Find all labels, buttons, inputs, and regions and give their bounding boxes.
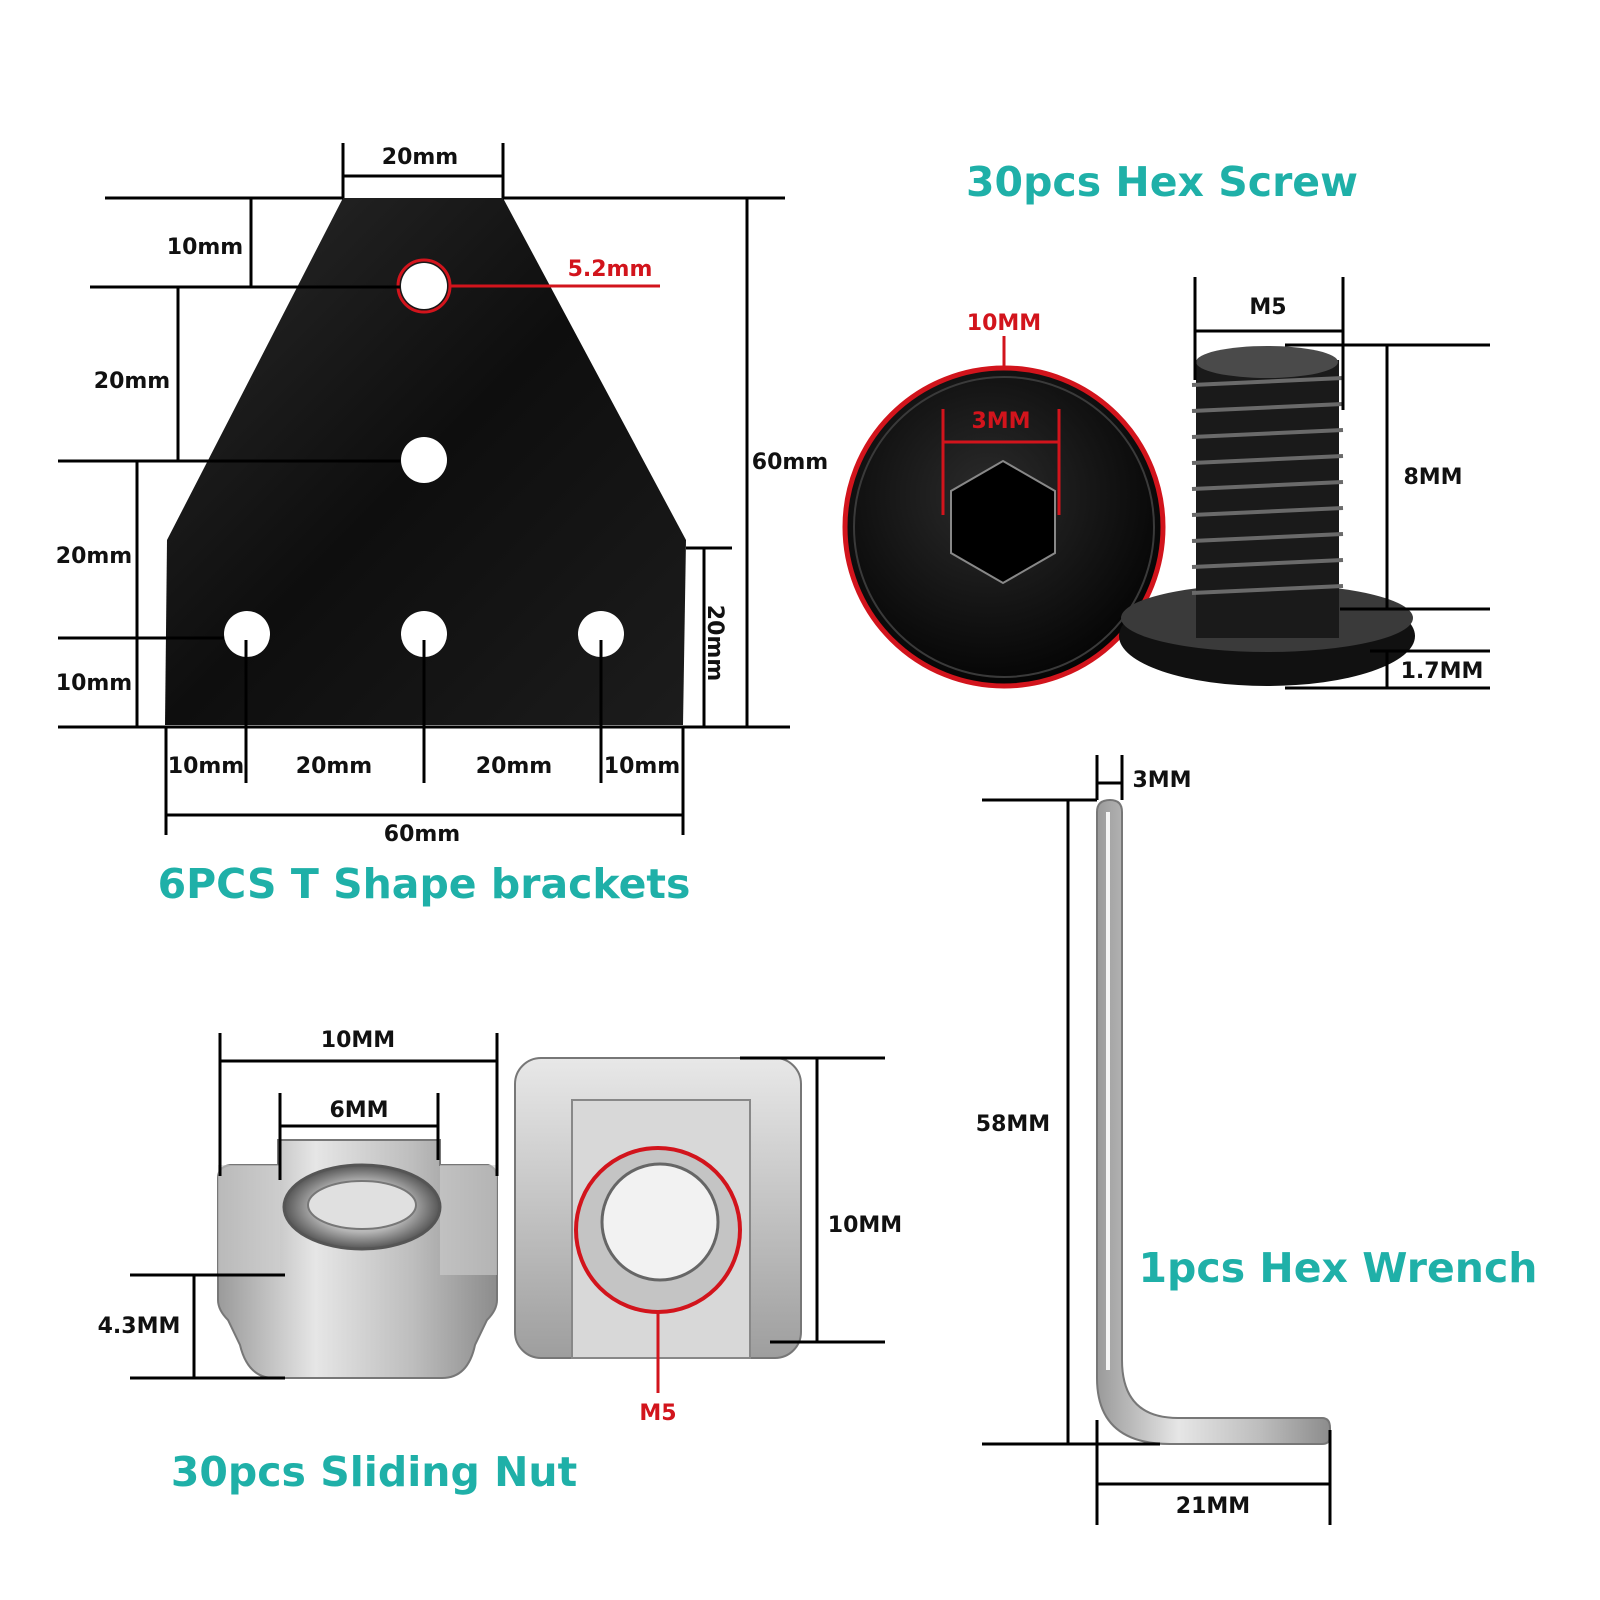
nut-title: 30pcs Sliding Nut	[171, 1448, 577, 1496]
wrench-size-label: 3MM	[1132, 768, 1191, 793]
nut-length-label: 10MM	[828, 1213, 902, 1238]
nut-top-width-label: 6MM	[329, 1098, 388, 1123]
bracket-left-dim-3: 20mm	[56, 544, 132, 569]
bracket-hole	[224, 611, 270, 657]
bracket-left-dim-2: 20mm	[94, 369, 170, 394]
bracket-left-dim-1: 10mm	[167, 235, 243, 260]
bracket-total-height-label: 60mm	[752, 450, 828, 475]
nut-rail-left	[218, 1165, 280, 1275]
sliding-nut-group: M5 10MM 6MM 4.3MM 10MM 30pcs Sliding Nut	[98, 1028, 903, 1496]
wrench-short-arm-label: 21MM	[1176, 1494, 1250, 1519]
bracket-bottom-dim-4: 10mm	[604, 754, 680, 779]
wrench-length-label: 58MM	[976, 1112, 1050, 1137]
bracket-bottom-dim-2: 20mm	[296, 754, 372, 779]
screw-title: 30pcs Hex Screw	[966, 158, 1358, 206]
bracket-hole	[401, 611, 447, 657]
nut-thread-label: M5	[639, 1401, 676, 1426]
bracket-hole	[578, 611, 624, 657]
bracket-left-dim-4: 10mm	[56, 671, 132, 696]
screw-length-label: 8MM	[1403, 465, 1462, 490]
bracket-title: 6PCS T Shape brackets	[158, 860, 691, 908]
screw-thread-body	[1196, 360, 1339, 638]
t-bracket-group: 20mm 5.2mm 10mm 20mm 20mm 10mm 60mm 20mm	[56, 143, 828, 908]
bracket-bottom-dim-1: 10mm	[168, 754, 244, 779]
wrench-title: 1pcs Hex Wrench	[1139, 1244, 1538, 1292]
bracket-total-width-label: 60mm	[384, 822, 460, 847]
bracket-hole-diameter-label: 5.2mm	[568, 257, 653, 282]
hex-socket	[950, 459, 1056, 585]
nut-hole-inner	[307, 1180, 417, 1230]
hex-wrench	[1096, 798, 1331, 1445]
screw-thread-label: M5	[1249, 295, 1286, 320]
bracket-top-width-label: 20mm	[382, 145, 458, 170]
nut-height-label: 4.3MM	[98, 1314, 181, 1339]
screw-head-rim	[853, 376, 1155, 678]
nut-rail-right	[440, 1165, 497, 1275]
bracket-side-height-label: 20mm	[702, 605, 727, 681]
screw-socket-size-label: 3MM	[971, 409, 1030, 434]
nut-width-label: 10MM	[321, 1028, 395, 1053]
bracket-hole	[401, 263, 447, 309]
screw-threads	[1191, 376, 1344, 595]
bracket-hole	[401, 437, 447, 483]
screw-head-height-label: 1.7MM	[1401, 659, 1484, 684]
screw-tip	[1196, 346, 1338, 378]
bracket-bottom-dim-3: 20mm	[476, 754, 552, 779]
nut-hole-inner-top	[600, 1162, 720, 1282]
hex-wrench-group: 3MM 58MM 21MM 1pcs Hex Wrench	[976, 755, 1538, 1525]
screw-head-diameter-label: 10MM	[967, 311, 1041, 336]
hex-screw-group: 30pcs Hex Screw 10MM 3MM M5	[842, 158, 1490, 690]
